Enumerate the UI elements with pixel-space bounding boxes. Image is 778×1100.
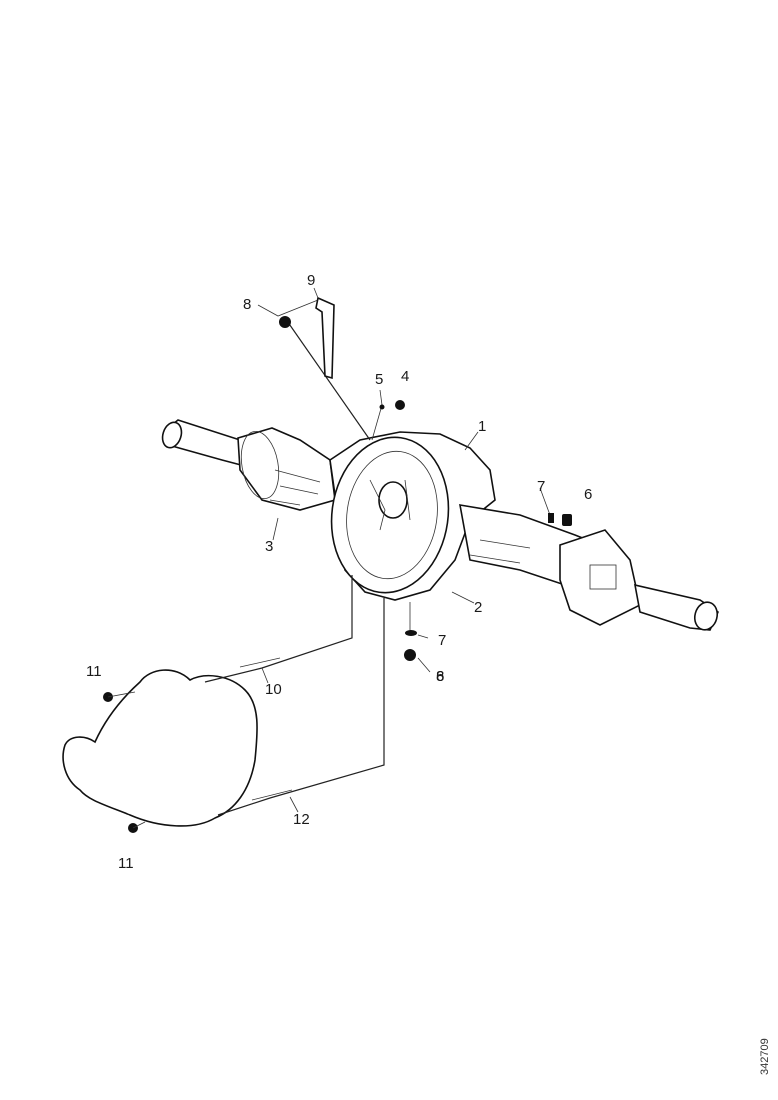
callout-1: 1 <box>478 418 486 435</box>
callout-6-upper: 6 <box>584 486 592 503</box>
callout-8-lower: 8 <box>436 668 444 685</box>
drawing-code: 342709 <box>759 1038 771 1075</box>
callout-11-upper: 11 <box>86 663 102 680</box>
brake-pipes <box>204 575 385 816</box>
rear-axle-housing <box>161 419 720 631</box>
callout-12: 12 <box>293 811 310 828</box>
differential-housing-outline <box>62 669 258 827</box>
callout-5: 5 <box>375 371 383 388</box>
callout-7-lower: 7 <box>438 632 446 649</box>
leader-lines <box>103 287 572 833</box>
callout-6-lower: 6 <box>436 668 444 685</box>
callout-11-lower: 11 <box>118 855 134 872</box>
callout-3: 3 <box>265 538 273 555</box>
callout-8-upper: 8 <box>243 296 251 313</box>
callout-7-upper: 7 <box>537 478 545 495</box>
callout-labels: 1 2 3 4 5 6 6 7 7 8 8 9 10 11 11 12 <box>86 272 592 872</box>
callout-10: 10 <box>265 681 282 698</box>
callout-9: 9 <box>307 272 315 289</box>
callout-2: 2 <box>474 599 482 616</box>
callout-4: 4 <box>401 368 409 385</box>
